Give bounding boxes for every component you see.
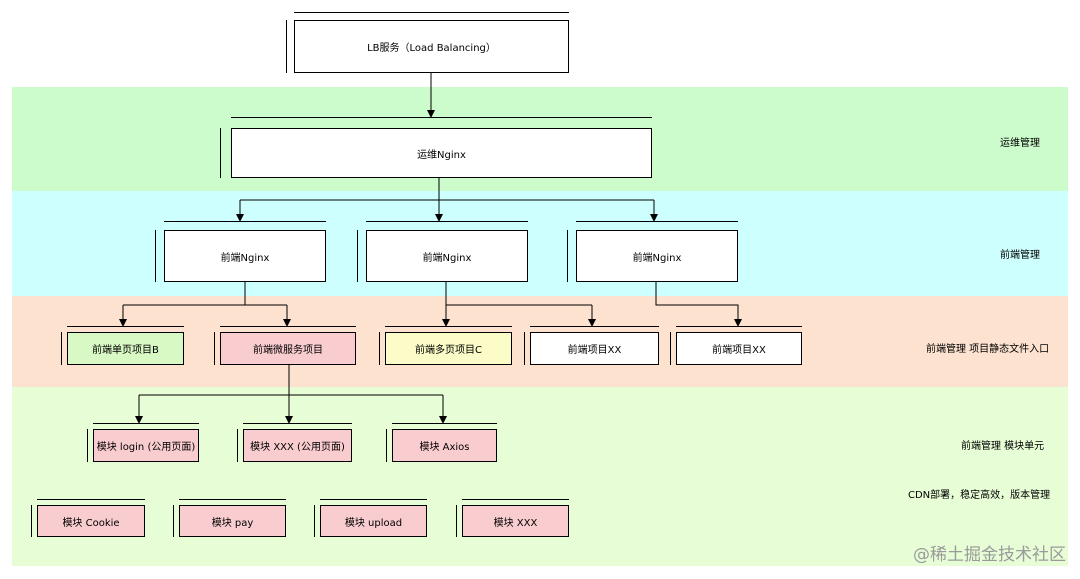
- frontend-nginx-label-3: 前端Nginx: [576, 230, 738, 282]
- project-xx-box-2: 前端项目XX: [670, 326, 802, 365]
- frontend-nginx-box-2: 前端Nginx: [357, 221, 528, 282]
- edge-fe3-down: [655, 282, 742, 327]
- project-c-box: 前端多页项目C: [379, 326, 512, 365]
- module-xxx-box: 模块 XXX: [456, 499, 569, 537]
- band-label-module: 前端管理 模块单元: [961, 441, 1045, 452]
- module-login-box: 模块 login (公用页面): [87, 423, 199, 462]
- frontend-nginx-box-3: 前端Nginx: [567, 221, 738, 282]
- ops-nginx-box: 运维Nginx: [220, 117, 652, 178]
- micro-project-box: 前端微服务项目: [214, 326, 356, 365]
- module-xxx-common-box: 模块 XXX (公用页面): [237, 423, 352, 462]
- lb-service-box: LB服务（Load Balancing）: [286, 12, 569, 73]
- module-pay-box: 模块 pay: [173, 499, 286, 537]
- project-c-label: 前端多页项目C: [385, 332, 512, 365]
- project-xx-box-1: 前端项目XX: [524, 326, 659, 365]
- band-label-entry: 前端管理 项目静态文件入口: [926, 344, 1050, 355]
- module-pay-label: 模块 pay: [179, 505, 286, 537]
- lb-service-label: LB服务（Load Balancing）: [294, 20, 569, 73]
- watermark: @稀土掘金技术社区: [913, 545, 1066, 565]
- band-label-cdn: CDN部署，稳定高效，版本管理: [908, 490, 1051, 501]
- frontend-nginx-label-1: 前端Nginx: [164, 230, 326, 282]
- module-upload-label: 模块 upload: [320, 505, 427, 537]
- module-upload-box: 模块 upload: [314, 499, 427, 537]
- module-axios-box: 模块 Axios: [386, 423, 497, 462]
- module-login-label: 模块 login (公用页面): [93, 429, 199, 462]
- band-label-frontend: 前端管理: [1000, 250, 1040, 261]
- project-b-label: 前端单页项目B: [67, 332, 184, 365]
- project-b-box: 前端单页项目B: [61, 326, 184, 365]
- ops-nginx-label: 运维Nginx: [231, 128, 652, 178]
- frontend-nginx-box-1: 前端Nginx: [155, 221, 326, 282]
- module-axios-label: 模块 Axios: [392, 429, 497, 462]
- module-xxx-common-label: 模块 XXX (公用页面): [243, 429, 352, 462]
- module-cookie-box: 模块 Cookie: [31, 499, 145, 537]
- frontend-nginx-label-2: 前端Nginx: [366, 230, 528, 282]
- project-xx-label-1: 前端项目XX: [530, 332, 659, 365]
- band-label-ops: 运维管理: [1000, 138, 1040, 149]
- micro-project-label: 前端微服务项目: [220, 332, 356, 365]
- project-xx-label-2: 前端项目XX: [676, 332, 802, 365]
- module-xxx-label: 模块 XXX: [462, 505, 569, 537]
- module-cookie-label: 模块 Cookie: [37, 505, 145, 537]
